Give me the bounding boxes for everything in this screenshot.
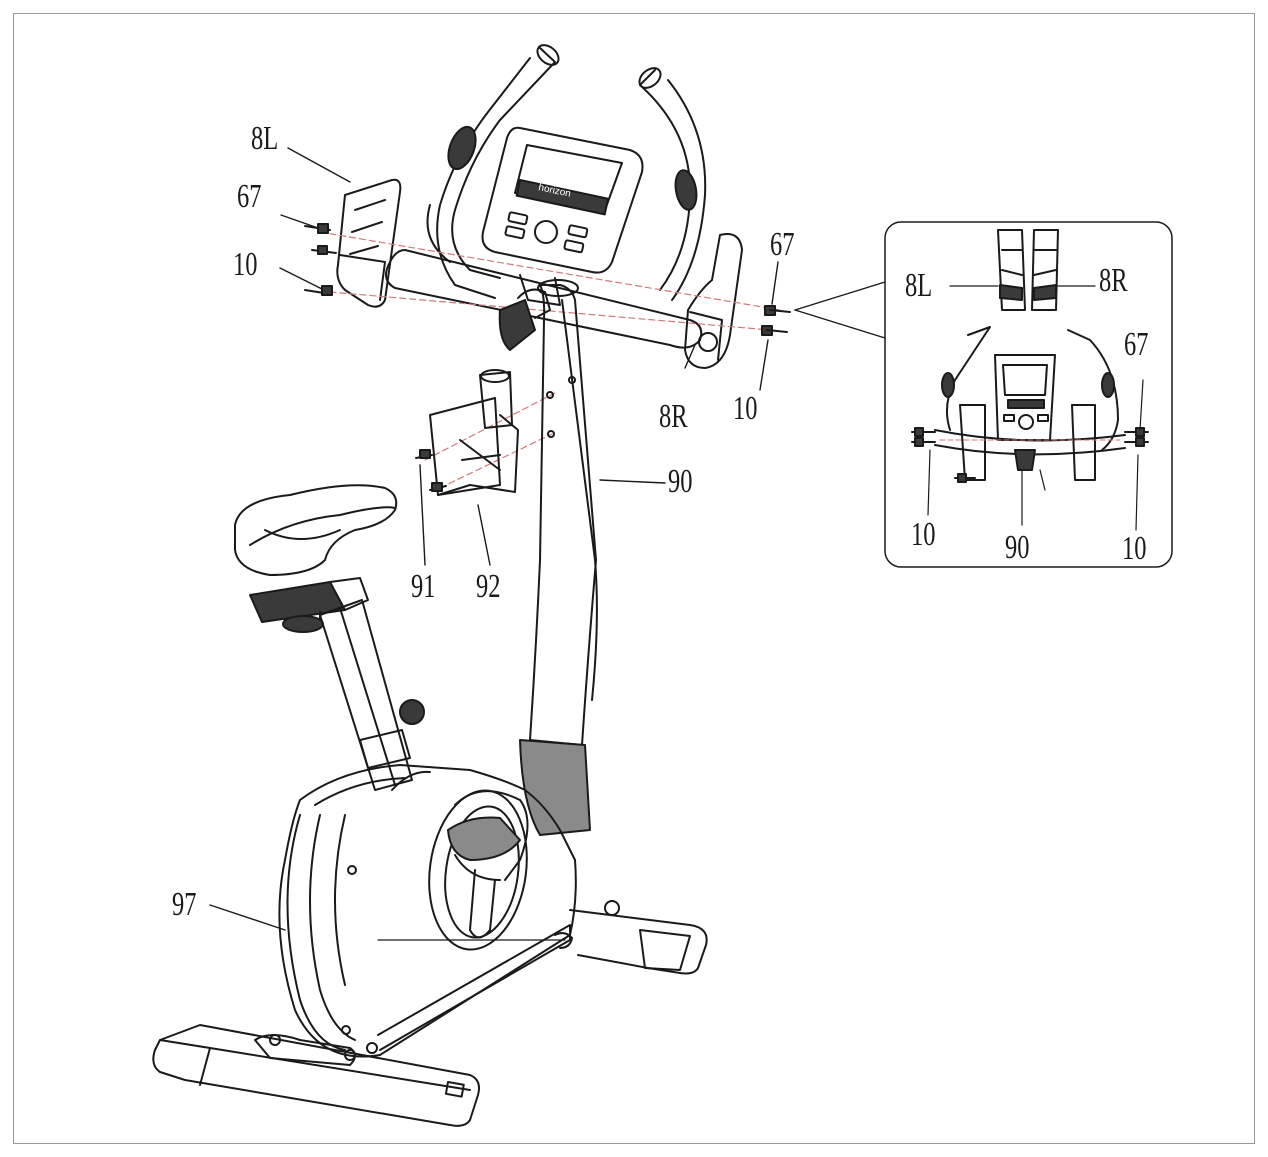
label-90: 90: [668, 463, 693, 500]
body-shroud-97: [278, 764, 577, 1058]
rear-stabilizer: [152, 1024, 480, 1127]
screws-right: [761, 305, 791, 336]
label-92: 92: [476, 568, 501, 605]
label-67-left: 67: [237, 178, 262, 215]
front-stabilizer: [554, 900, 708, 975]
label-97: 97: [172, 886, 197, 923]
bracket-92: [415, 369, 519, 496]
screws-left: [304, 223, 337, 296]
label-91: 91: [411, 568, 436, 605]
leader-lines: [209, 147, 886, 931]
side-cover-8R: [684, 233, 743, 369]
console: [481, 126, 644, 306]
inset-label-8R: 8R: [1099, 262, 1128, 299]
inset-label-67: 67: [1124, 326, 1149, 363]
upright-post-90: [498, 279, 598, 836]
label-10-right: 10: [733, 390, 758, 427]
seat-post: [319, 599, 425, 791]
inset-label-8L: 8L: [905, 267, 933, 304]
label-10-left: 10: [233, 246, 258, 283]
side-cover-8L: [336, 178, 402, 308]
inset-label-90: 90: [1005, 529, 1030, 566]
label-8L: 8L: [251, 120, 279, 157]
diagram-frame: [13, 13, 1255, 1144]
inset-box: [884, 221, 1173, 568]
label-8R: 8R: [659, 398, 688, 435]
label-67-right: 67: [770, 226, 795, 263]
inset-label-10-right: 10: [1122, 530, 1147, 567]
inset-label-10-left: 10: [911, 516, 936, 553]
seat: [234, 484, 398, 633]
